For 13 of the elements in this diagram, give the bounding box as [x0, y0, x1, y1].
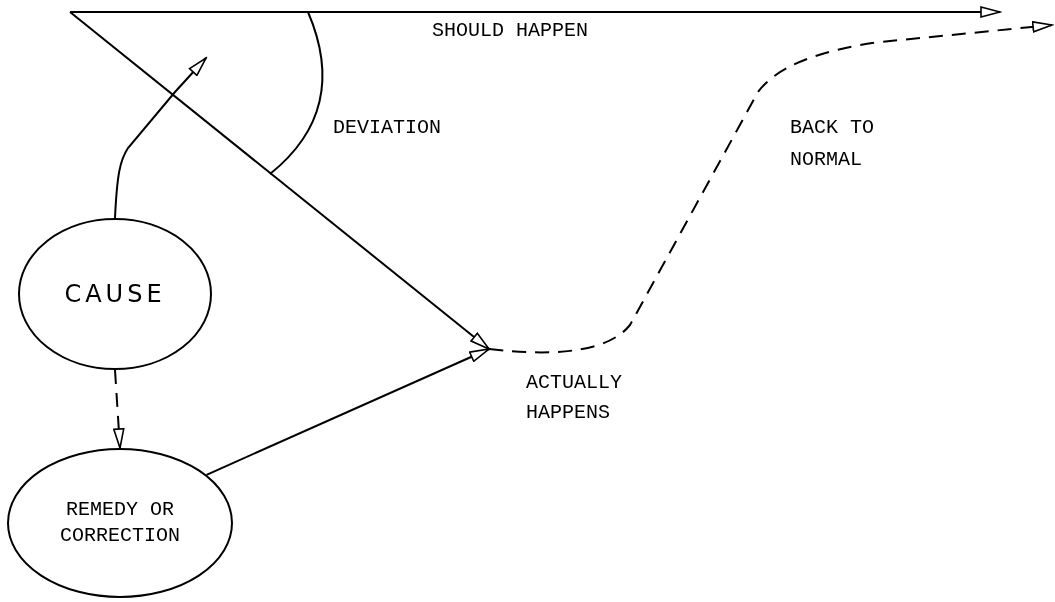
arrow — [488, 21, 1053, 354]
deviation-label: DEVIATION — [333, 115, 443, 141]
arrow — [205, 348, 490, 476]
arrow — [113, 369, 125, 449]
remedy-ellipse — [7, 448, 233, 598]
outcome-label: BACK TO NORMAL — [790, 115, 875, 173]
node-label: REMEDY OR CORRECTION — [59, 497, 181, 549]
node-label: CAUSE — [63, 281, 167, 307]
arrow — [69, 11, 490, 350]
plan-label: SHOULD HAPPEN — [432, 18, 590, 44]
arrow — [114, 57, 207, 219]
cause-ellipse — [18, 218, 212, 370]
outcome-text: ACTUALLY HAPPENS — [526, 370, 623, 426]
